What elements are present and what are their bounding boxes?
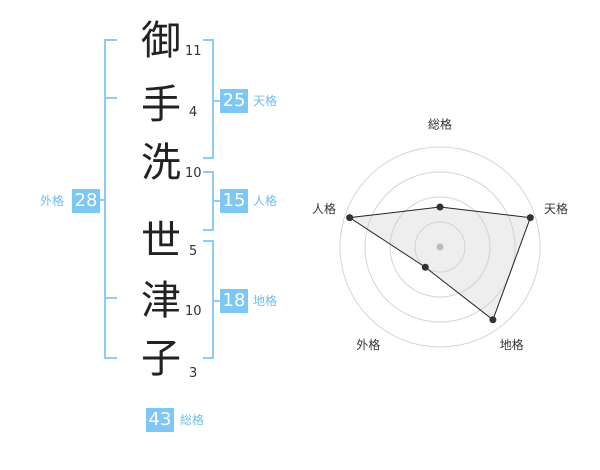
stroke-count-2: 4 — [189, 105, 198, 120]
radar-ring-4 — [339, 146, 541, 348]
radar-ring-2 — [389, 196, 491, 298]
chikaku-bracket — [203, 240, 214, 359]
name-char-5: 津 — [141, 278, 181, 324]
tenkaku-bracket — [203, 39, 214, 159]
stroke-count-6: 3 — [189, 366, 198, 381]
stroke-count-3: 10 — [185, 166, 202, 181]
stroke-count-5: 10 — [185, 304, 202, 319]
radar-center-dot — [436, 243, 444, 251]
name-char-1: 御 — [141, 18, 181, 64]
name-char-3: 洗 — [141, 140, 181, 186]
chikaku-value: 18 — [220, 289, 248, 313]
jinkaku-value: 15 — [220, 189, 248, 213]
radar-ring-3 — [364, 171, 516, 323]
radar-ring-1 — [414, 221, 466, 273]
chikaku-label: 地格 — [253, 294, 278, 308]
name-char-2: 手 — [141, 82, 181, 128]
radar-axis-label-4: 外格 — [356, 337, 380, 352]
radar-point-1 — [436, 203, 444, 211]
gaikaku-value: 28 — [72, 189, 100, 213]
stroke-count-1: 11 — [185, 44, 202, 59]
name-char-4: 世 — [141, 218, 181, 264]
radar-point-3 — [489, 316, 497, 324]
radar-area — [348, 206, 532, 321]
radar-axis-label-3: 地格 — [500, 337, 524, 352]
gaikaku-label: 外格 — [40, 194, 65, 208]
radar-axis-label-5: 人格 — [312, 201, 336, 216]
tenkaku-label: 天格 — [253, 94, 278, 108]
name-char-6: 子 — [141, 336, 181, 382]
soukaku-value: 43 — [146, 408, 174, 432]
radar-axis-label-2: 天格 — [544, 201, 568, 216]
soukaku-label: 総格 — [180, 413, 205, 427]
stroke-count-4: 5 — [189, 244, 198, 259]
tenkaku-value: 25 — [220, 89, 248, 113]
radar-point-2 — [526, 214, 534, 222]
jinkaku-label: 人格 — [253, 194, 278, 208]
radar-axis-label-1: 総格 — [428, 117, 452, 132]
radar-point-4 — [421, 263, 429, 271]
radar-point-5 — [346, 214, 354, 222]
